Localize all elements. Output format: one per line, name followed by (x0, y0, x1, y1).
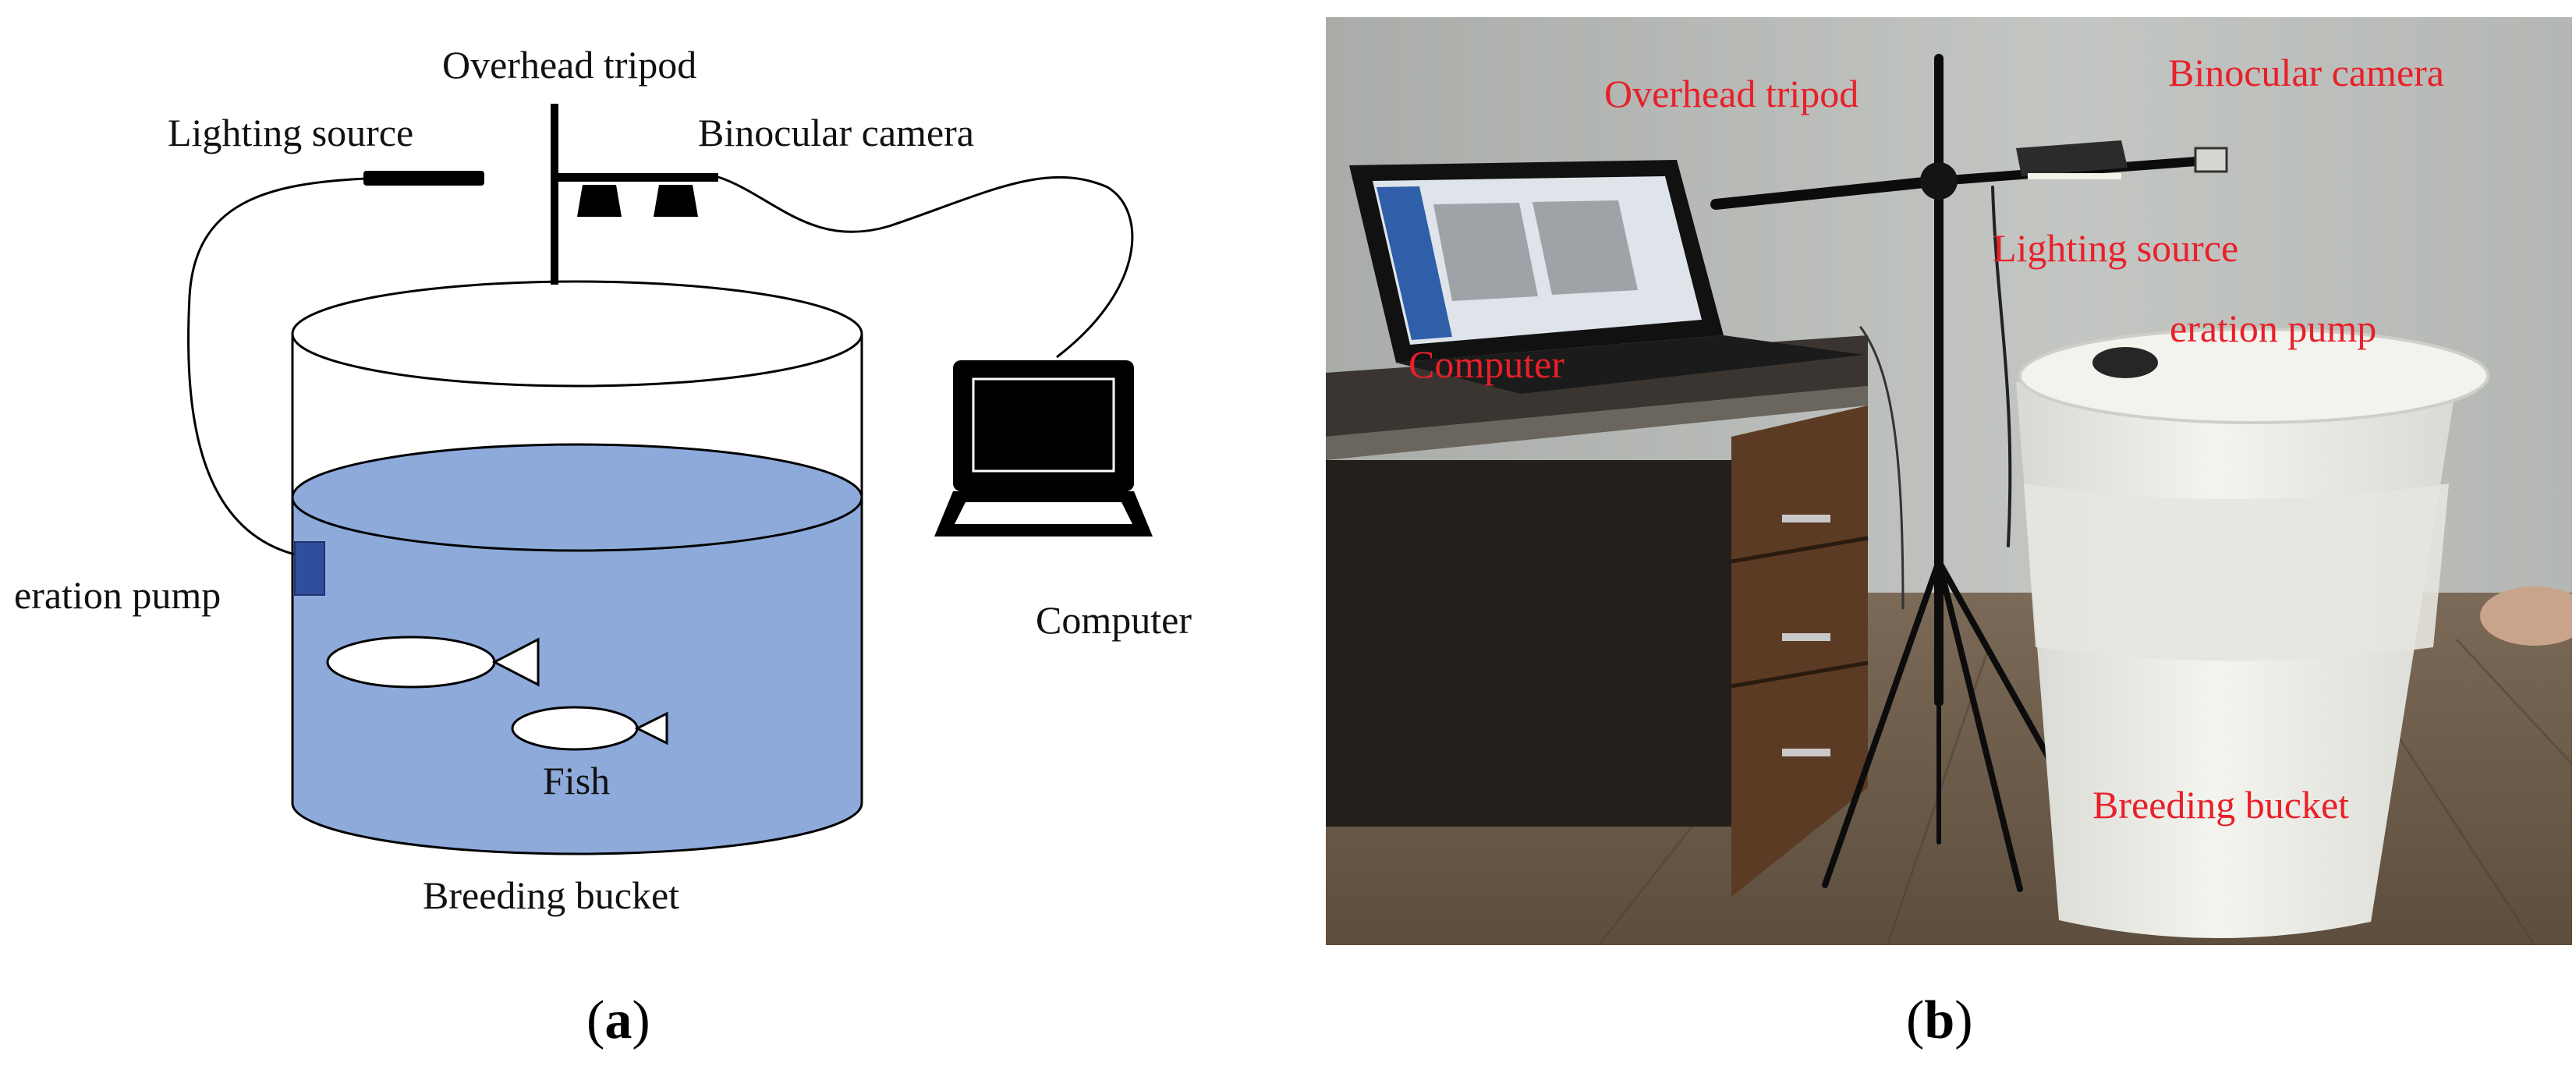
label-fish: Fish (543, 759, 610, 802)
photo-label-overhead-tripod: Overhead tripod (1604, 72, 1858, 115)
photo-tripod-head (1920, 162, 1958, 200)
fish-large (326, 636, 540, 689)
tripod-pole (551, 104, 558, 285)
computer-icon (934, 360, 1153, 537)
label-aeration-pump: eration pump (14, 573, 221, 617)
photo-label-binocular-camera: Binocular camera (2168, 51, 2444, 94)
label-breeding-bucket: Breeding bucket (423, 873, 679, 917)
photo-laptop (1349, 160, 1864, 394)
photo-bucket (2016, 328, 2489, 939)
photo-label-lighting-source: Lighting source (1993, 226, 2238, 270)
label-computer: Computer (1036, 598, 1192, 642)
photo-desk (1326, 335, 1869, 897)
fish-small (511, 706, 668, 751)
caption-b: (b) (1906, 990, 1973, 1050)
photo-label-computer: Computer (1408, 342, 1564, 386)
label-overhead-tripod: Overhead tripod (442, 43, 696, 87)
breeding-bucket (291, 280, 863, 499)
aeration-pump (294, 541, 325, 596)
binocular-camera (558, 173, 718, 217)
pump-cable (187, 177, 367, 557)
photo-basin (2480, 586, 2572, 646)
label-lighting-source: Lighting source (168, 111, 413, 154)
water (291, 443, 863, 855)
label-binocular-camera: Binocular camera (698, 111, 974, 154)
photo-label-breeding-bucket: Breeding bucket (2092, 783, 2349, 827)
photo-label-aeration-pump: eration pump (2170, 306, 2376, 350)
photo-camera (2016, 140, 2228, 179)
caption-a: (a) (586, 990, 650, 1050)
camera-cable (718, 175, 1134, 359)
panel-a-schematic: Overhead tripod Lighting source Binocula… (14, 43, 1192, 1050)
panel-b-photo: Overhead tripod Binocular camera Lightin… (1326, 17, 2572, 1050)
lighting-source (363, 171, 484, 186)
